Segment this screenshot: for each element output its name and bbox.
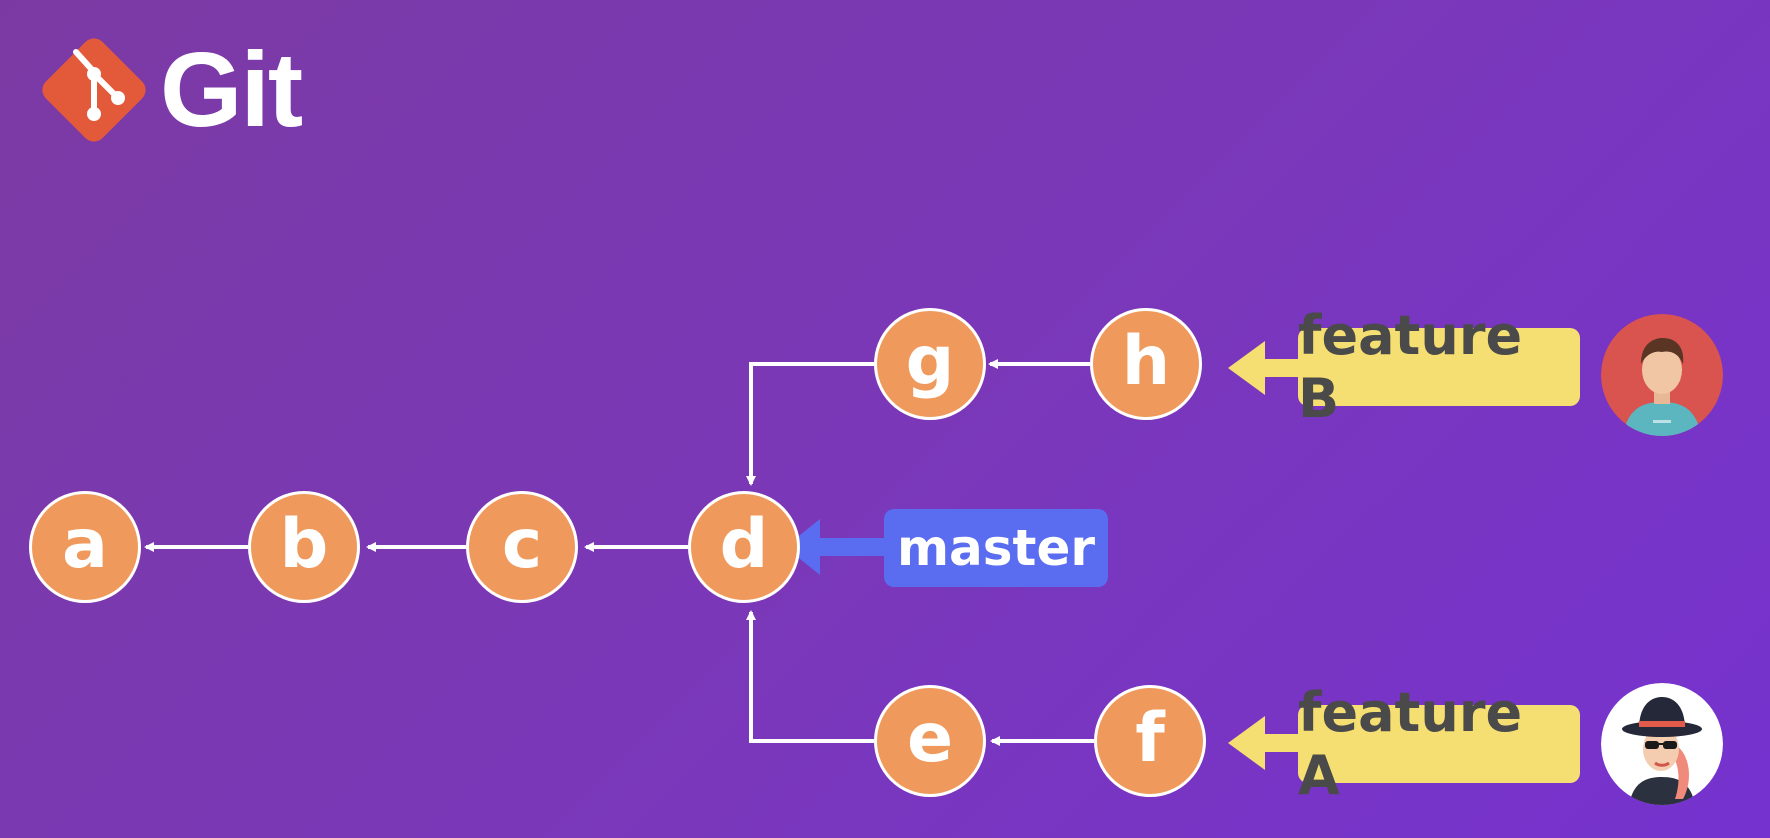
git-logo-icon [42,38,146,142]
branch-label-feature-b: feature B [1298,304,1580,430]
commit-e: e [874,685,986,797]
git-logo: Git [38,31,303,149]
branch-label-master-text: master [896,519,1096,577]
woman-hat-avatar-icon [1601,683,1723,805]
edge-g-d [746,362,874,486]
commit-g: g [874,308,986,420]
commit-b: b [248,491,360,603]
commit-a-label: a [62,504,108,584]
commit-c: c [466,491,578,603]
commit-b-label: b [279,504,329,584]
man-avatar-icon [1601,314,1723,436]
branch-label-feature-a-text: feature A [1298,681,1523,807]
feature-b-pointer-arrow [1228,341,1265,395]
commit-a: a [29,491,141,603]
commit-c-label: c [501,504,543,584]
branch-label-feature-b-text: feature B [1298,304,1523,430]
git-logo-text: Git [160,31,303,149]
commit-h: h [1090,308,1202,420]
commit-g-label: g [905,321,955,401]
master-pointer-arrow [785,519,820,575]
commit-d: d [688,491,800,603]
feature-a-pointer-arrow [1228,716,1265,770]
commit-e-label: e [906,698,954,778]
edge-e-d [746,610,874,743]
branch-label-master: master [884,509,1108,587]
master-pointer-shaft [818,538,886,556]
feature-b-pointer-shaft [1263,359,1299,377]
feature-a-pointer-shaft [1263,734,1299,752]
commit-f: f [1094,685,1206,797]
commit-d-label: d [719,504,769,584]
commit-f-label: f [1135,698,1165,778]
branch-label-feature-a: feature A [1298,681,1580,807]
commit-h-label: h [1121,321,1171,401]
